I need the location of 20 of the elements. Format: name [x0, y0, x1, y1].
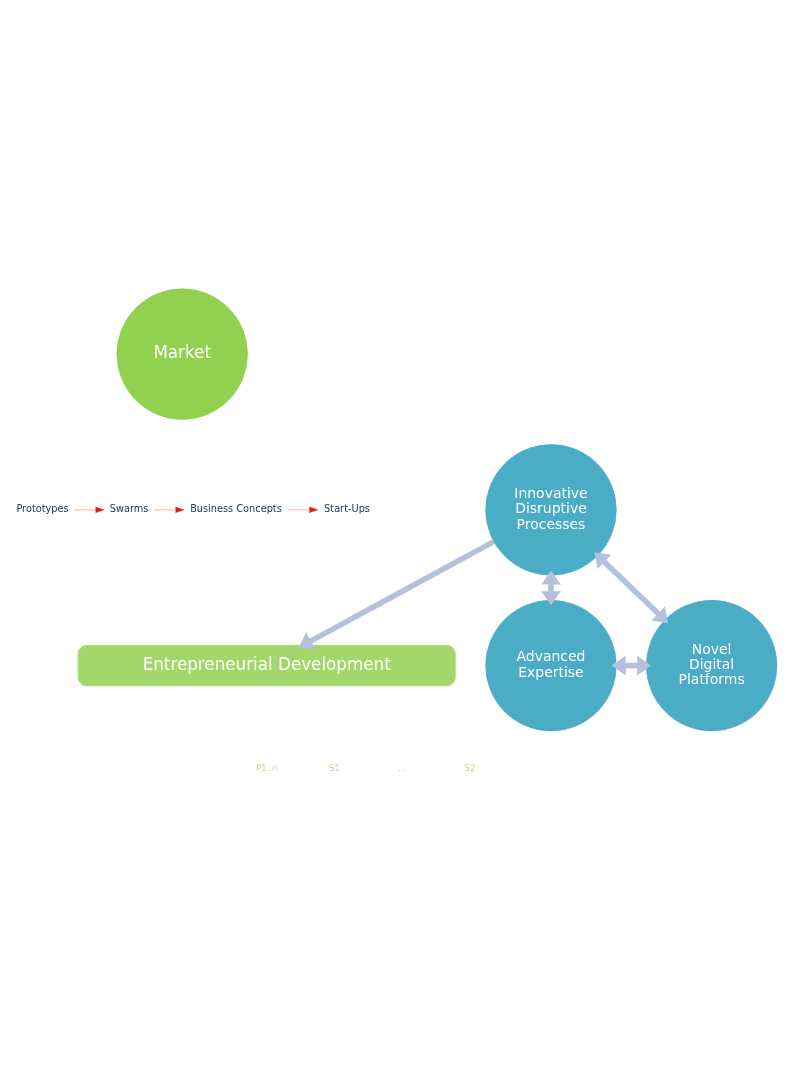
arrow: [153, 506, 185, 513]
node-circle: Market: [116, 288, 248, 420]
arrow: [73, 506, 105, 513]
node-text: Swarms: [109, 503, 149, 515]
label: S1: [329, 762, 340, 773]
arrow: [298, 539, 496, 650]
node-circle: Advanced Expertise: [485, 599, 617, 732]
node-box: Entrepreneurial Development: [77, 645, 456, 687]
label: P1..n: [256, 762, 278, 773]
node-circle: Innovative Disruptive Processes: [485, 444, 617, 576]
node-circle: Novel Digital Platforms: [645, 599, 778, 732]
arrow: [611, 655, 652, 676]
arrow: [287, 506, 319, 513]
node-text: Prototypes: [16, 503, 69, 515]
label: S2: [464, 762, 476, 773]
arrow: [541, 570, 561, 606]
node-text: Start-Ups: [324, 503, 370, 515]
node-text: Business Concepts: [190, 503, 282, 515]
label: …: [398, 762, 407, 773]
arrow: [594, 552, 669, 624]
